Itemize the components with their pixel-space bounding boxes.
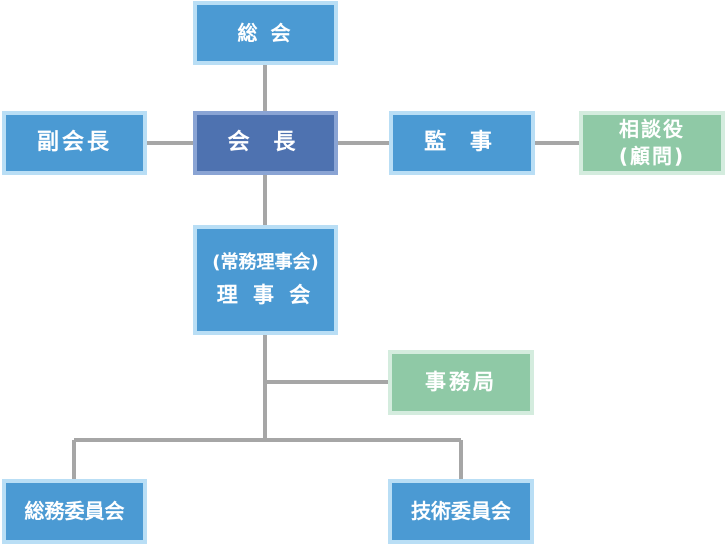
secretariat-box: 事務局 <box>388 350 534 415</box>
general-affairs-committee-label: 総務委員会 <box>24 499 125 523</box>
auditor-box: 監 事 <box>389 111 535 175</box>
general-assembly-label: 総 会 <box>237 20 294 45</box>
general-affairs-committee-box: 総務委員会 <box>2 479 147 544</box>
board-sublabel: (常務理事会) <box>212 251 319 273</box>
technical-committee-box: 技術委員会 <box>388 479 534 544</box>
board-label: 理 事 会 <box>216 282 315 307</box>
vice-president-box: 副会長 <box>2 111 147 175</box>
general-assembly-box: 総 会 <box>193 1 338 65</box>
advisor-sublabel: (顧問) <box>618 144 686 168</box>
vice-president-label: 副会長 <box>36 130 112 156</box>
president-box: 会 長 <box>193 111 338 175</box>
president-label: 会 長 <box>227 130 304 156</box>
board-box: (常務理事会) 理 事 会 <box>193 225 338 335</box>
advisor-box: 相談役 (顧問) <box>579 111 725 175</box>
advisor-label: 相談役 <box>619 117 685 141</box>
technical-committee-label: 技術委員会 <box>411 499 511 523</box>
secretariat-label: 事務局 <box>425 370 497 395</box>
auditor-label: 監 事 <box>424 130 500 156</box>
